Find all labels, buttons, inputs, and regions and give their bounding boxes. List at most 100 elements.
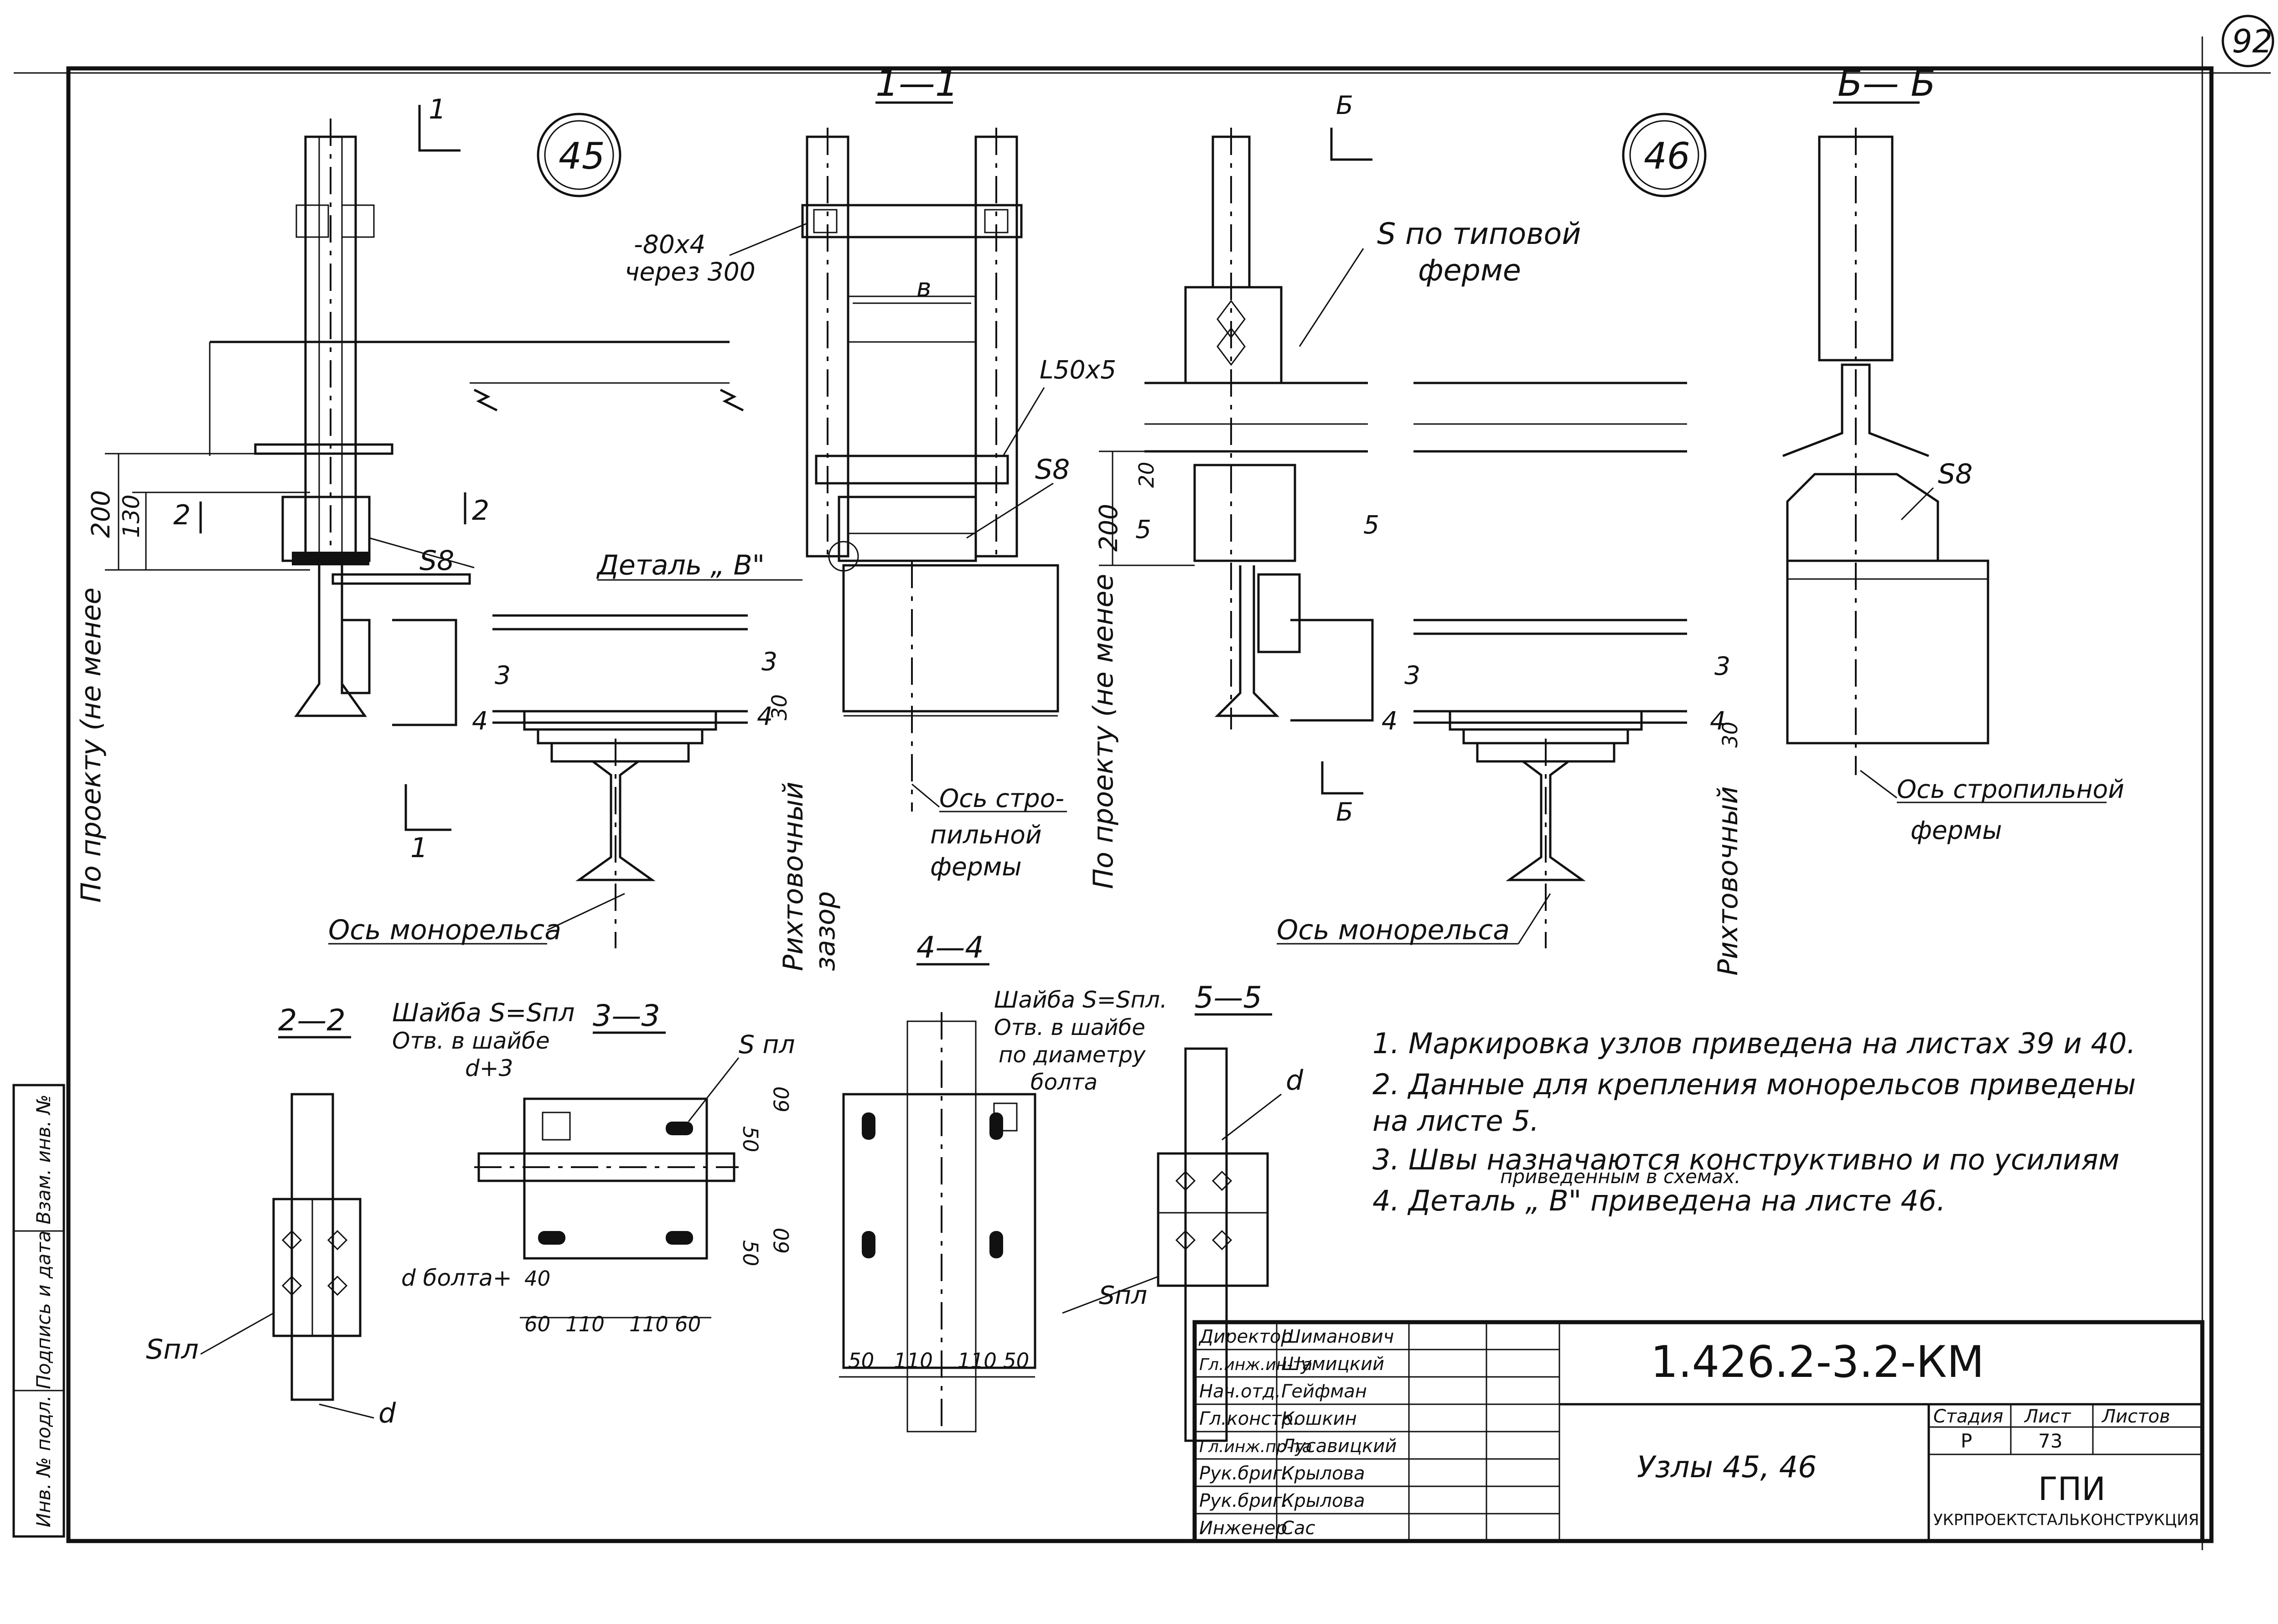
section-2-2: 2—2 Sпл d — [146, 1003, 396, 1429]
svg-text:Шайба S=Sпл: Шайба S=Sпл — [392, 998, 575, 1027]
svg-text:30: 30 — [767, 694, 792, 720]
svg-text:46: 46 — [1644, 135, 1690, 177]
node-46-view: 46 S по типовой ферме Б — [1087, 91, 1744, 976]
svg-text:S8: S8 — [1938, 458, 1973, 490]
svg-text:200: 200 — [1094, 504, 1123, 552]
svg-text:По проекту (не менее: По проекту (не менее — [1087, 574, 1119, 889]
svg-text:1: 1 — [429, 93, 446, 125]
svg-text:ГПИ: ГПИ — [2038, 1470, 2106, 1508]
svg-text:Нач.отд.: Нач.отд. — [1199, 1381, 1281, 1402]
svg-text:2: 2 — [472, 495, 489, 527]
svg-text:-80x4: -80x4 — [634, 230, 705, 259]
svg-text:Гейфман: Гейфман — [1281, 1381, 1367, 1402]
section-3-3: Шайба S=Sпл Отв. в шайбе d+3 3—3 50 50 d… — [392, 998, 795, 1336]
svg-text:Рихтовочный: Рихтовочный — [1712, 786, 1744, 976]
svg-text:в: в — [916, 273, 931, 302]
section-4-4: 4—4 60 60 50 110 110 50 Шайба S=Sпл. Отв… — [770, 931, 1167, 1433]
svg-text:d: d — [378, 1397, 396, 1429]
svg-text:110: 110 — [894, 1349, 933, 1373]
node-46-mark: 46 — [1622, 113, 1707, 197]
svg-text:на листе 5.: на листе 5. — [1372, 1104, 1539, 1138]
svg-text:d болта+: d болта+ — [401, 1265, 512, 1291]
svg-text:Гл.инж.ин-та: Гл.инж.ин-та — [1199, 1355, 1312, 1374]
svg-text:через 300: через 300 — [625, 257, 756, 286]
svg-text:1: 1 — [410, 832, 428, 864]
svg-text:5: 5 — [1363, 510, 1379, 539]
svg-text:Лусавицкий: Лусавицкий — [1280, 1436, 1397, 1457]
svg-text:Б— Б: Б— Б — [1838, 62, 1936, 104]
svg-text:Крылова: Крылова — [1281, 1463, 1365, 1484]
svg-text:4—4: 4—4 — [916, 931, 984, 965]
svg-text:3: 3 — [1714, 652, 1730, 681]
svg-text:60: 60 — [524, 1312, 550, 1336]
side-stamp: Инв. № подл. Подпись и дата Взам. инв. № — [12, 1084, 65, 1538]
svg-text:Отв. в шайбе: Отв. в шайбе — [994, 1015, 1145, 1040]
svg-text:Ось монорельса: Ось монорельса — [1277, 914, 1510, 946]
title-roles: Директор Шиманович Гл.инж.ин-та Шумицкий… — [1195, 1326, 1559, 1539]
svg-text:110: 110 — [565, 1312, 605, 1336]
svg-text:60: 60 — [675, 1312, 701, 1336]
svg-text:45: 45 — [559, 135, 605, 177]
svg-text:фермы: фермы — [930, 852, 1022, 881]
svg-text:Sпл: Sпл — [146, 1334, 199, 1365]
svg-text:5: 5 — [1135, 515, 1151, 544]
svg-text:по диаметру: по диаметру — [999, 1042, 1146, 1068]
svg-text:Сас: Сас — [1281, 1518, 1315, 1539]
svg-text:Рук.бриг.: Рук.бриг. — [1199, 1490, 1288, 1511]
svg-text:Ось монорельса: Ось монорельса — [328, 914, 561, 946]
svg-text:ферме: ферме — [1418, 253, 1521, 288]
svg-text:1.426.2-3.2-КМ: 1.426.2-3.2-КМ — [1651, 1337, 1984, 1387]
svg-text:60: 60 — [770, 1086, 794, 1112]
svg-text:1. Маркировка узлов приведен: 1. Маркировка узлов приведена на листах … — [1372, 1027, 2136, 1060]
section-b-b: Б— Б S8 Ось стропильной фермы — [1782, 62, 2124, 845]
svg-text:По проекту (не менее: По проекту (не менее — [75, 588, 107, 903]
section-1-1: 1—1 -80x4 через 300 в L50x5 S8 Деталь „ … — [596, 62, 1116, 881]
svg-text:50: 50 — [848, 1349, 874, 1373]
svg-text:130: 130 — [118, 495, 145, 538]
svg-text:Узлы 45, 46: Узлы 45, 46 — [1637, 1450, 1817, 1484]
svg-text:2: 2 — [173, 499, 191, 531]
svg-text:Рихтовочный: Рихтовочный — [777, 782, 809, 971]
svg-text:3: 3 — [495, 661, 511, 690]
svg-text:S8: S8 — [419, 545, 454, 577]
svg-text:Крылова: Крылова — [1281, 1490, 1365, 1511]
general-notes: 1. Маркировка узлов приведена на листах … — [1372, 1027, 2136, 1217]
svg-text:2—2: 2—2 — [278, 1003, 346, 1038]
svg-text:L50x5: L50x5 — [1040, 355, 1116, 384]
svg-text:5—5: 5—5 — [1195, 981, 1262, 1015]
svg-text:Инв. № подл. Подпись и дата: Инв. № подл. Подпись и дата Взам. инв. № — [32, 1094, 55, 1527]
svg-text:Шайба S=Sпл.: Шайба S=Sпл. — [994, 987, 1167, 1013]
svg-text:50: 50 — [738, 1126, 762, 1152]
svg-text:Рук.бриг.: Рук.бриг. — [1199, 1463, 1288, 1484]
svg-text:Ось стропильной: Ось стропильной — [1897, 775, 2124, 804]
svg-text:Инженер: Инженер — [1199, 1518, 1287, 1539]
section-5-5: 5—5 d Sпл — [1062, 981, 1304, 1442]
svg-text:110: 110 — [629, 1312, 668, 1336]
svg-text:40: 40 — [524, 1267, 550, 1291]
svg-text:110: 110 — [958, 1349, 997, 1373]
svg-text:Директор: Директор — [1198, 1326, 1293, 1347]
svg-text:3. Швы назначаются конструктив: 3. Швы назначаются конструктивно и по ус… — [1372, 1143, 2119, 1176]
svg-text:200: 200 — [86, 490, 115, 538]
sheet-number-mark: 92 — [2221, 15, 2274, 67]
svg-text:92: 92 — [2232, 23, 2273, 60]
svg-text:20: 20 — [1134, 462, 1159, 488]
svg-text:Б: Б — [1336, 91, 1353, 120]
svg-text:фермы: фермы — [1910, 816, 2002, 845]
svg-text:d: d — [1286, 1065, 1304, 1096]
svg-text:Шиманович: Шиманович — [1281, 1326, 1394, 1347]
svg-text:3: 3 — [1404, 661, 1420, 690]
svg-text:S8: S8 — [1035, 454, 1070, 486]
svg-text:3—3: 3—3 — [593, 999, 660, 1033]
svg-text:73: 73 — [2038, 1430, 2062, 1452]
node-45-view: 45 — [75, 93, 841, 971]
svg-text:Деталь „ В": Деталь „ В" — [596, 549, 765, 581]
svg-text:Гл.констр.: Гл.констр. — [1199, 1408, 1299, 1429]
svg-text:60: 60 — [770, 1228, 794, 1254]
svg-text:Б: Б — [1336, 797, 1353, 827]
svg-text:Стадия: Стадия — [1933, 1406, 2003, 1427]
svg-text:Р: Р — [1961, 1430, 1972, 1452]
svg-text:50: 50 — [738, 1240, 762, 1266]
svg-text:4: 4 — [1382, 706, 1398, 735]
